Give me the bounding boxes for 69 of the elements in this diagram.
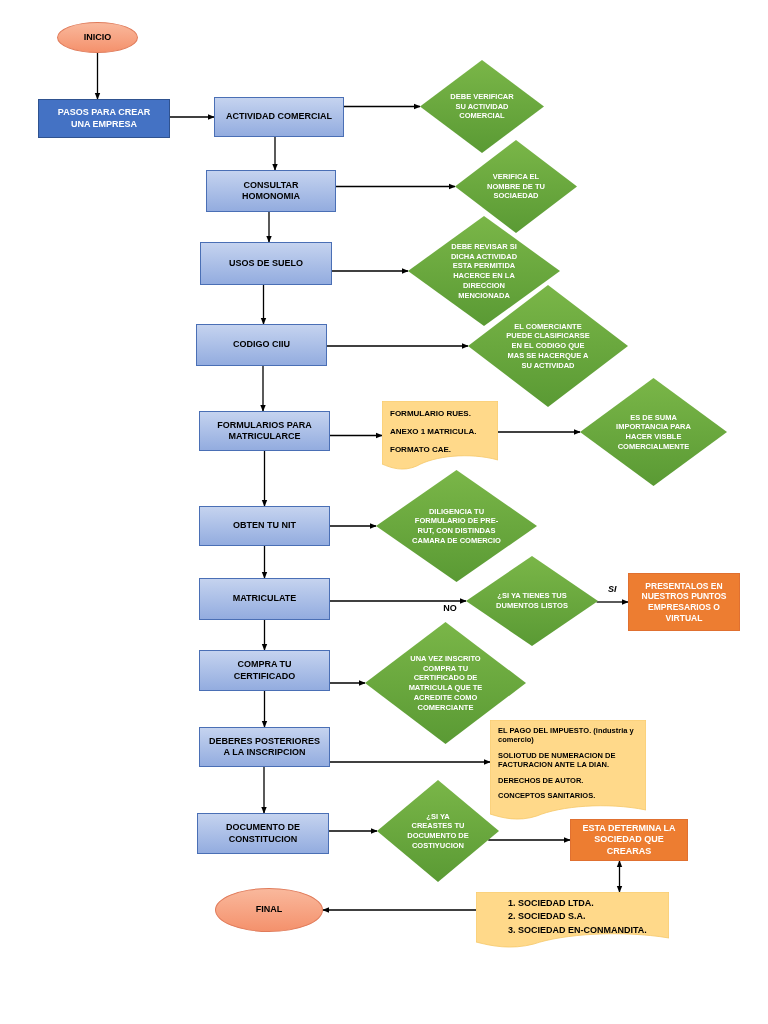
process-box [214, 97, 344, 137]
node-text: FORMULARIO RUES. [390, 409, 472, 419]
process-box [199, 411, 330, 451]
arrow [261, 690, 268, 728]
arrow [497, 429, 581, 435]
node-text: FORMULARIOS PARA MATRICULARCE [216, 419, 313, 443]
node-text: ACTIVIDAD COMERCIAL [226, 111, 332, 123]
arrow [329, 432, 383, 439]
node-text: FINAL [255, 903, 283, 917]
process-box [38, 99, 170, 138]
arrow [329, 598, 467, 604]
arrow [595, 599, 629, 605]
node-text: 3. SOCIEDAD EN-CONMANDITA. [508, 924, 648, 936]
node-text: ESTA DETERMINA LA SOCIEDAD QUE CREARAS [581, 823, 677, 857]
node-text: DEBERES POSTERIORES A LA INSCRIPCION [208, 735, 321, 759]
arrow [343, 103, 421, 110]
node-text: PRESENTALOS EN NUESTROS PUNTOS EMPRESARIOS O VIRTUAL [640, 580, 728, 624]
decision-diamond [580, 378, 727, 486]
node-text: MATRICULATE [232, 593, 297, 605]
arrow [331, 268, 409, 274]
process-box [200, 242, 332, 285]
arrow [260, 365, 266, 412]
decision-diamond [420, 60, 544, 153]
process-box [199, 727, 330, 767]
arrow [260, 284, 267, 325]
decision-diamond [455, 140, 577, 233]
node-text: 2. SOCIEDAD S.A. [508, 911, 587, 923]
decision-diamond [376, 470, 537, 582]
process-box [628, 573, 740, 631]
arrow [261, 545, 268, 579]
node-text: FORMATO CAE. [390, 445, 453, 455]
arrow [94, 52, 101, 100]
process-box [196, 324, 327, 366]
arrow [261, 450, 268, 507]
document-shape [490, 720, 646, 820]
arrow [261, 766, 267, 814]
arrow [272, 136, 278, 171]
node-text: ANEXO 1 MATRICULA. [390, 427, 478, 437]
process-box [206, 170, 336, 212]
document-shape [382, 401, 498, 470]
arrow [261, 619, 268, 651]
process-box [570, 819, 688, 861]
arrow [335, 183, 456, 190]
process-box [199, 650, 330, 691]
node-text: USOS DE SUELO [229, 257, 303, 270]
node-text: CODIGO CIIU [233, 339, 290, 351]
arrow [326, 343, 469, 349]
node-text: PASOS PARA CREAR UNA EMPRESA [56, 107, 152, 130]
node-text: COMPRA TU CERTIFICADO [232, 659, 297, 682]
process-box [199, 578, 330, 620]
arrow [329, 680, 366, 686]
arrow [329, 523, 377, 529]
arrow [328, 828, 378, 834]
node-text: OBTEN TU NIT [233, 520, 296, 532]
arrow [616, 860, 623, 893]
process-box [197, 813, 329, 854]
node-text: CONSULTAR HOMONOMIA [241, 179, 301, 203]
decision-diamond [377, 780, 499, 882]
document-shape [476, 892, 669, 948]
arrow [329, 759, 491, 765]
node-text: DOCUMENTO DE CONSTITUCION [225, 822, 301, 845]
arrow [169, 114, 215, 120]
arrow [266, 211, 272, 243]
arrow [487, 837, 571, 843]
arrow [322, 907, 477, 913]
node-text: INICIO [83, 30, 112, 44]
process-box [199, 506, 330, 546]
node-text: 1. SOCIEDAD LTDA. [508, 898, 595, 910]
decision-diamond [466, 556, 598, 646]
